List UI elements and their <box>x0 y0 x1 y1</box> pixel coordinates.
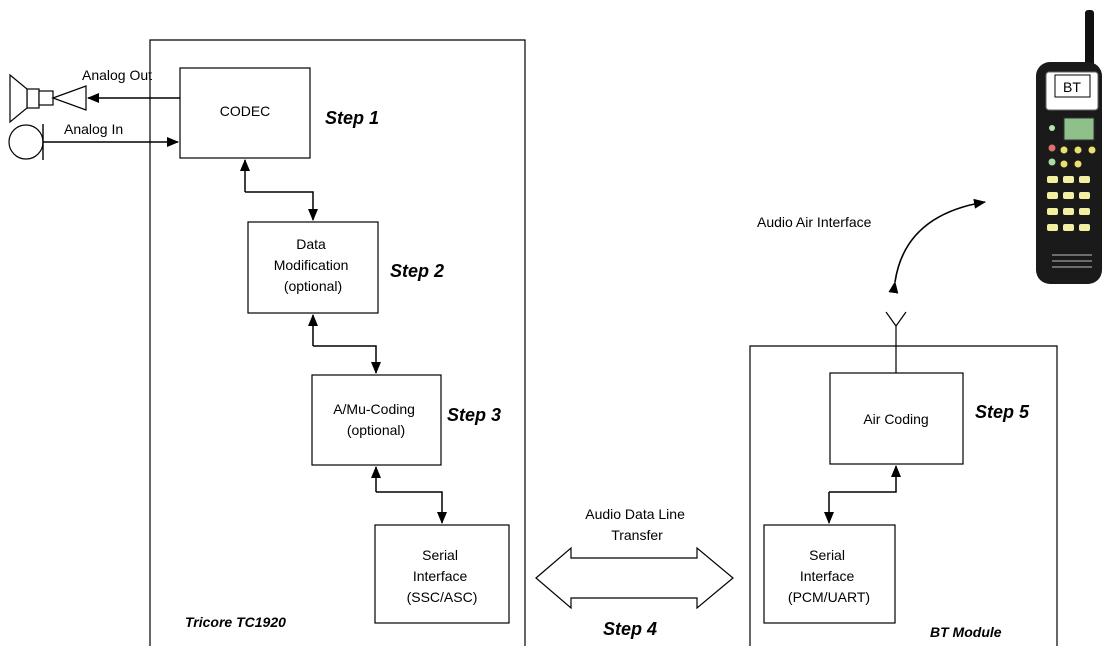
step-3-label: Step 3 <box>447 405 501 425</box>
codec-datamod-connector <box>240 159 318 221</box>
data-modification-label: Data Modification (optional) <box>274 236 353 294</box>
air-interface-arrow <box>888 198 986 294</box>
amu-coding-block: A/Mu-Coding (optional) <box>311 374 442 466</box>
serial-interface-ssc-label: Serial Interface (SSC/ASC) <box>407 547 478 605</box>
microphone-icon <box>8 124 44 160</box>
codec-label: CODEC <box>220 103 271 119</box>
step-5-label: Step 5 <box>975 402 1030 422</box>
tricore-container: Tricore TC1920 <box>149 39 526 646</box>
phone-display-label: BT <box>1063 79 1081 95</box>
serial-interface-ssc-block: Serial Interface (SSC/ASC) <box>374 524 510 624</box>
antenna-icon <box>885 311 907 373</box>
air-interface-label: Audio Air Interface <box>757 214 872 230</box>
speaker-icon <box>9 73 87 124</box>
mobile-phone-icon: BT <box>1036 10 1102 284</box>
bt-module-container: BT Module <box>749 345 1058 646</box>
analog-out-label: Analog Out <box>82 67 152 83</box>
serial-interface-pcm-block: Serial Interface (PCM/UART) <box>763 524 896 624</box>
amu-serial-connector <box>371 466 447 524</box>
audio-data-transfer-arrow <box>535 546 734 610</box>
tricore-title: Tricore TC1920 <box>185 614 286 630</box>
step-1-label: Step 1 <box>325 108 379 128</box>
datamod-amu-connector <box>308 314 381 374</box>
data-modification-block: Data Modification (optional) <box>247 221 379 314</box>
audio-data-transfer-label: Audio Data Line Transfer <box>585 506 689 543</box>
bt-module-title: BT Module <box>930 624 1002 640</box>
codec-block: CODEC <box>179 67 311 159</box>
analog-in-label: Analog In <box>64 121 123 137</box>
air-coding-block: Air Coding <box>829 372 964 465</box>
serial-interface-pcm-label: Serial Interface (PCM/UART) <box>788 547 870 605</box>
aircoding-serial-connector <box>824 465 901 524</box>
amu-coding-label: A/Mu-Coding (optional) <box>333 401 419 438</box>
step-4-label: Step 4 <box>603 619 657 639</box>
step-2-label: Step 2 <box>390 261 444 281</box>
air-coding-label: Air Coding <box>863 411 928 427</box>
